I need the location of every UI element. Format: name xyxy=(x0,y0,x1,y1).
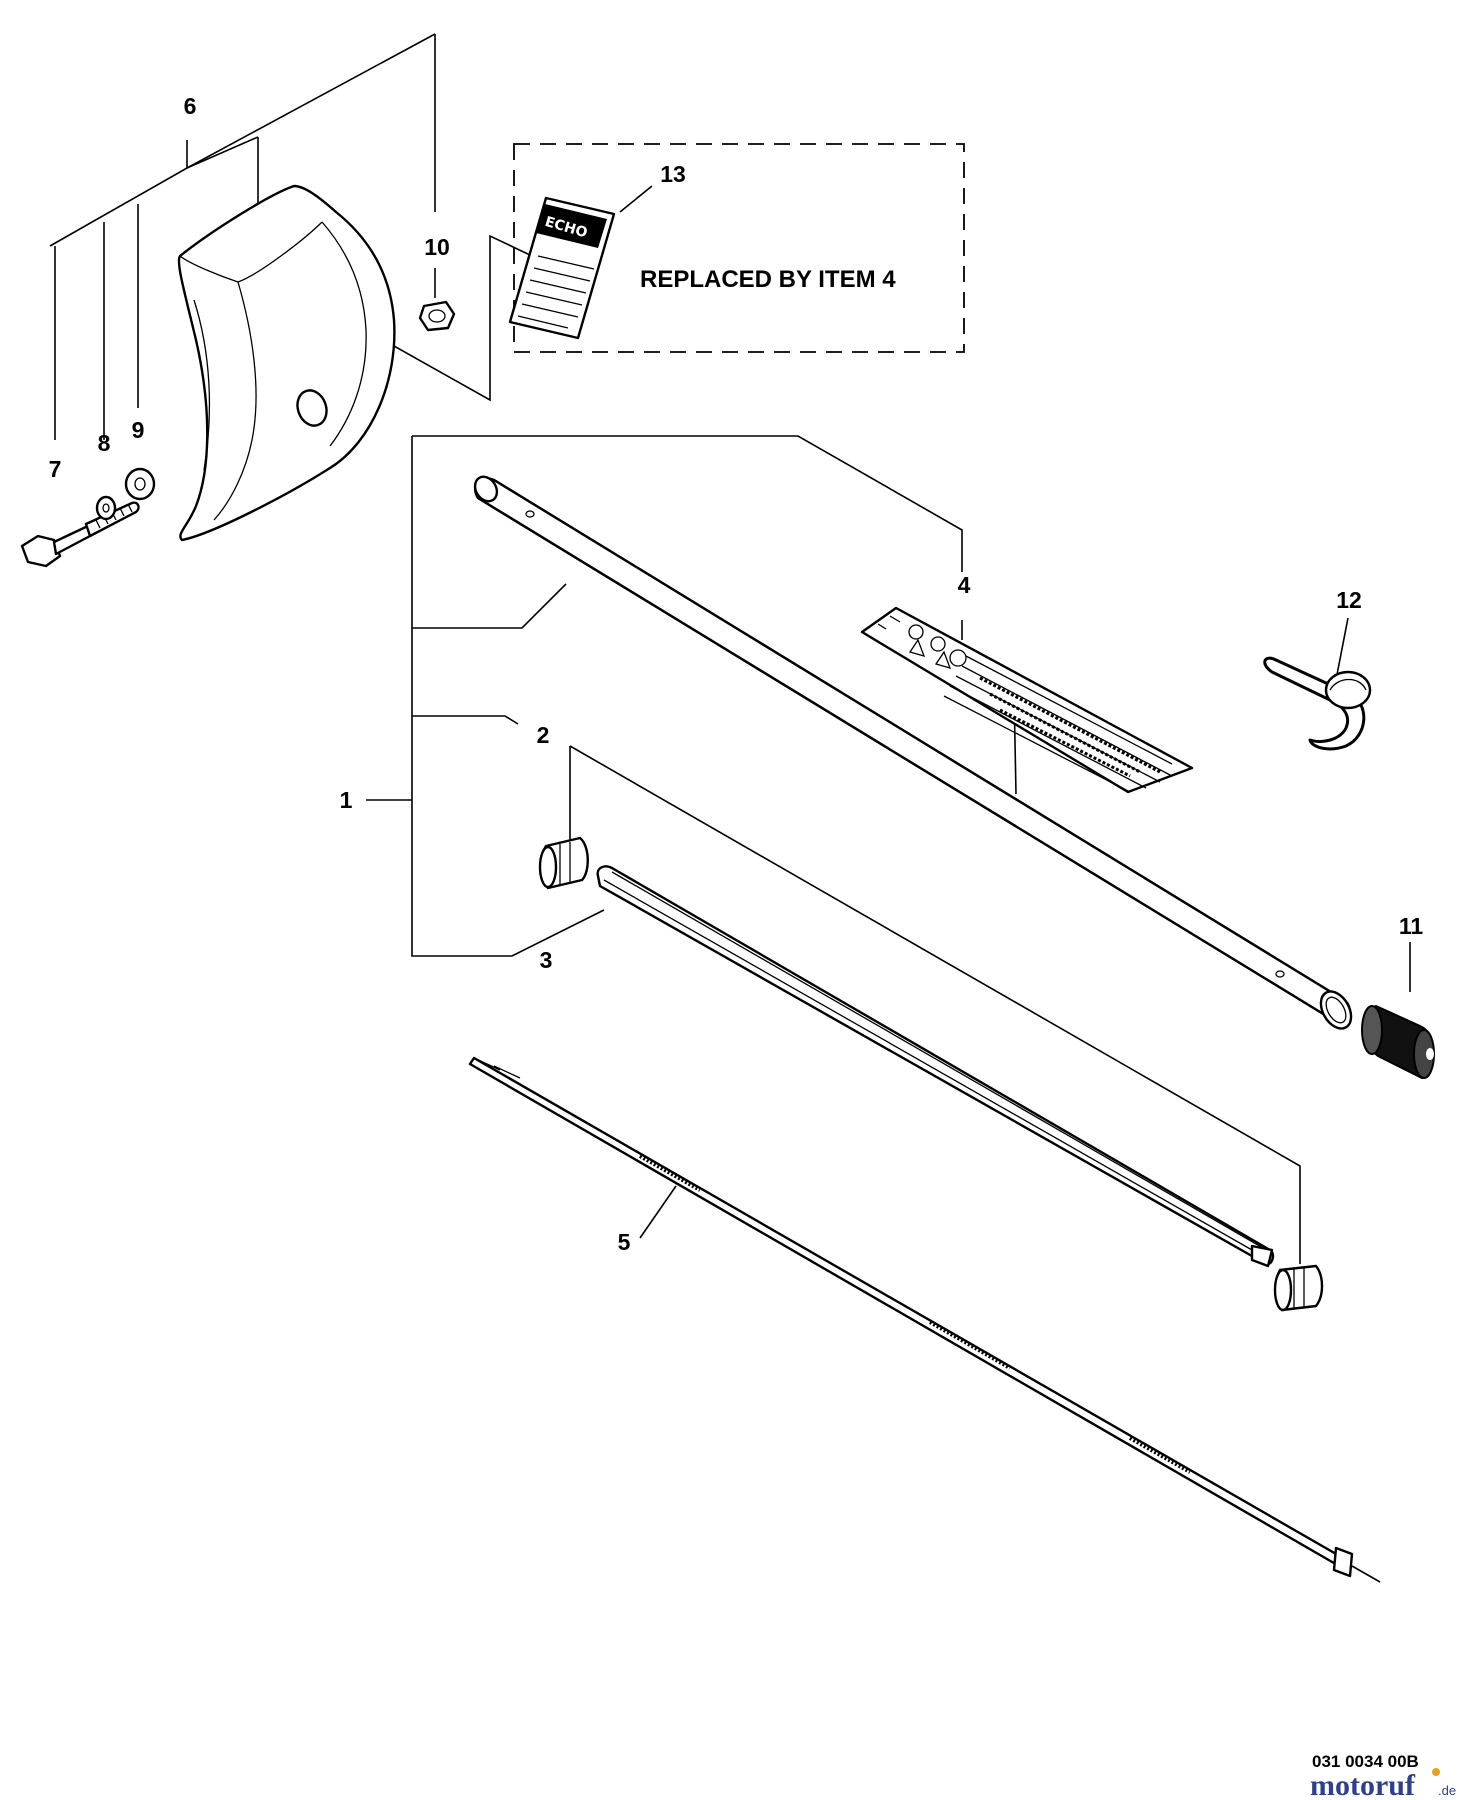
callout-12: 12 xyxy=(1336,587,1362,613)
nut xyxy=(418,300,456,332)
callout-6: 6 xyxy=(184,93,197,119)
callout-10: 10 xyxy=(424,234,450,260)
callout-7: 7 xyxy=(49,456,62,482)
callout-13: 13 xyxy=(660,161,686,187)
echo-logo xyxy=(536,204,607,248)
callout-1: 1 xyxy=(340,787,353,813)
drawing-code: 031 0034 00B xyxy=(1312,1752,1419,1771)
drive-tube xyxy=(473,475,1353,1030)
bushing-upper xyxy=(538,836,589,890)
flat-washer xyxy=(124,467,156,501)
watermark-logo: motoruf .de xyxy=(1310,1768,1456,1800)
callout-2: 2 xyxy=(537,722,550,748)
warning-label-small: ECHO xyxy=(508,196,616,340)
callout-9: 9 xyxy=(132,417,145,443)
callout-5: 5 xyxy=(618,1229,631,1255)
lock-washer xyxy=(95,495,117,521)
warning-decal xyxy=(860,606,1194,794)
bushing-lower xyxy=(1273,1264,1324,1312)
watermark-accent xyxy=(1432,1768,1440,1776)
liner xyxy=(596,865,1275,1268)
callout-4: 4 xyxy=(958,572,971,598)
replaced-item-box xyxy=(513,143,965,353)
bolt xyxy=(20,501,140,568)
watermark-brand: motoruf xyxy=(1310,1769,1416,1800)
callout-8: 8 xyxy=(98,430,111,456)
grip xyxy=(1361,1004,1435,1080)
watermark-suffix: .de xyxy=(1438,1783,1456,1798)
callout-labels: 6 10 13 7 8 9 4 12 1 2 3 11 5 xyxy=(49,93,1424,1255)
replaced-note: REPLACED BY ITEM 4 xyxy=(640,266,896,293)
leader-lines xyxy=(49,33,1411,1264)
hook xyxy=(1263,656,1372,751)
drive-shaft xyxy=(468,1056,1381,1583)
shield-hole xyxy=(296,389,328,427)
shield xyxy=(177,184,396,542)
callout-3: 3 xyxy=(540,947,553,973)
callout-11: 11 xyxy=(1399,913,1424,939)
